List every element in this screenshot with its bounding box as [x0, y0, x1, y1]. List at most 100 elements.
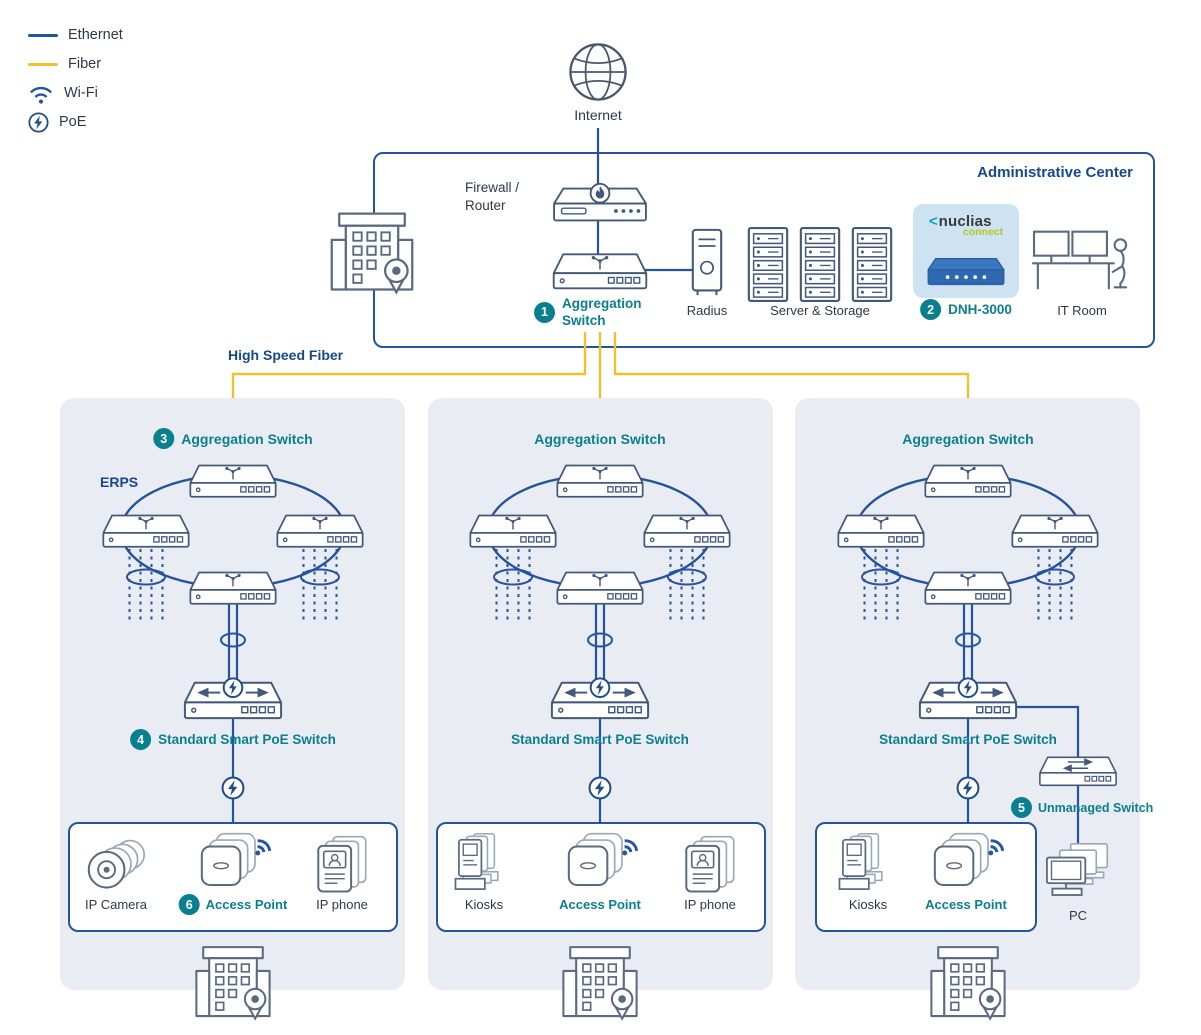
- pc-stack-icon: [1034, 842, 1122, 906]
- server-rack-icon: [745, 226, 791, 303]
- kiosk-icon: [445, 832, 523, 896]
- nuclias-logo-mark: <: [928, 213, 938, 230]
- unmanaged-switch-label-group: 5 Unmanaged Switch: [1011, 797, 1153, 818]
- ring-switch-icon: [552, 455, 648, 502]
- poe-switch-icon: [546, 671, 654, 724]
- access-point-label: Access Point: [925, 897, 1007, 912]
- nuclias-brand-text: nuclias: [938, 213, 992, 230]
- access-point-icon: [556, 830, 644, 896]
- server-rack-icon: [849, 226, 895, 303]
- panel1-poe-label-group: 4 Standard Smart PoE Switch: [130, 729, 336, 750]
- it-room-icon: [1032, 224, 1132, 295]
- dnh-3000-label: DNH-3000: [948, 302, 1012, 317]
- admin-center-title: Administrative Center: [977, 164, 1133, 181]
- unmanaged-switch-icon: [1035, 748, 1121, 790]
- step-badge-6: 6: [178, 894, 200, 915]
- step-badge-1: 1: [534, 301, 555, 323]
- ring-switch-icon: [185, 455, 281, 502]
- poe-inline-icon: [221, 776, 245, 800]
- ring-switch-icon: [465, 505, 561, 552]
- legend-item-wifi: Wi-Fi: [28, 82, 123, 104]
- server-storage-label: Server & Storage: [770, 303, 870, 318]
- dnh-3000-device-icon: [924, 255, 1008, 290]
- ring-switch-icon: [552, 562, 648, 609]
- ip-phone-icon: [304, 834, 380, 896]
- poe-inline-icon: [588, 776, 612, 800]
- fiber-line-swatch: [28, 62, 58, 66]
- ring-switch-icon: [272, 505, 368, 552]
- panel1-title-group: 3 Aggregation Switch: [153, 428, 313, 449]
- wifi-icon: [28, 83, 54, 104]
- pc-label: PC: [1068, 908, 1088, 923]
- server-rack-icon: [797, 226, 843, 303]
- step-badge-2: 2: [920, 299, 942, 320]
- step-badge-4: 4: [130, 729, 152, 750]
- poe-switch-icon: [914, 671, 1022, 724]
- ip-phone-icon: [672, 834, 748, 896]
- agg-label-line2: Switch: [562, 313, 606, 328]
- legend-item-ethernet: Ethernet: [28, 24, 123, 46]
- internet-label: Internet: [574, 107, 622, 123]
- building-icon: [556, 942, 644, 1022]
- dnh-3000-label-group: 2 DNH-3000: [920, 299, 1012, 320]
- high-speed-fiber-label: High Speed Fiber: [228, 347, 344, 363]
- poe-icon: [28, 112, 49, 133]
- nuclias-connect-panel: < nuclias connect: [913, 204, 1019, 298]
- aggregation-switch-label: Aggregation Switch: [562, 295, 642, 329]
- panel3-poe-title: Standard Smart PoE Switch: [879, 732, 1057, 747]
- radius-label: Radius: [686, 303, 728, 318]
- aggregation-switch-label-group: 1 Aggregation Switch: [534, 295, 642, 329]
- ip-phone-label: IP phone: [684, 897, 736, 912]
- ring-switch-icon: [1007, 505, 1103, 552]
- firewall-router-label: Firewall / Router: [465, 179, 519, 215]
- ring-switch-icon: [185, 562, 281, 609]
- access-point-label: Access Point: [559, 897, 641, 912]
- access-point-label-group: 6 Access Point: [178, 894, 288, 915]
- panel2-poe-title: Standard Smart PoE Switch: [511, 732, 689, 747]
- legend-poe-label: PoE: [59, 114, 87, 130]
- ip-phone-label: IP phone: [316, 897, 368, 912]
- nuclias-sub-text: connect: [962, 226, 1004, 238]
- ip-camera-icon: [77, 834, 155, 896]
- it-room-label: IT Room: [1057, 303, 1107, 318]
- legend-wifi-label: Wi-Fi: [64, 85, 98, 101]
- kiosk-icon: [829, 832, 907, 896]
- radius-server-icon: [688, 228, 726, 298]
- ring-switch-icon: [920, 455, 1016, 502]
- admin-building-icon: [325, 208, 419, 296]
- ethernet-line-swatch: [28, 33, 58, 37]
- panel2-title: Aggregation Switch: [534, 431, 666, 447]
- ring-switch-icon: [98, 505, 194, 552]
- panel1-title: Aggregation Switch: [181, 430, 313, 447]
- core-aggregation-switch-icon: [548, 243, 652, 294]
- legend-fiber-label: Fiber: [68, 56, 102, 72]
- access-point-icon: [922, 830, 1010, 896]
- kiosks-label: Kiosks: [848, 897, 888, 912]
- legend-item-poe: PoE: [28, 111, 123, 133]
- access-point-icon: [189, 830, 277, 896]
- nuclias-logo: < nuclias connect: [929, 213, 1003, 238]
- agg-label-line1: Aggregation: [562, 296, 642, 311]
- step-badge-5: 5: [1011, 797, 1032, 818]
- legend-item-fiber: Fiber: [28, 53, 123, 75]
- kiosks-label: Kiosks: [464, 897, 504, 912]
- firewall-label-line2: Router: [465, 198, 506, 213]
- ring-switch-icon: [920, 562, 1016, 609]
- ip-camera-label: IP Camera: [85, 897, 147, 912]
- building-icon: [189, 942, 277, 1022]
- ring-switch-icon: [639, 505, 735, 552]
- step-badge-3: 3: [153, 428, 175, 449]
- unmanaged-switch-label: Unmanaged Switch: [1038, 800, 1154, 815]
- firewall-label-line1: Firewall /: [465, 180, 520, 195]
- poe-switch-icon: [179, 671, 287, 724]
- legend: Ethernet Fiber Wi-Fi PoE: [28, 24, 123, 133]
- panel3-title: Aggregation Switch: [902, 431, 1034, 447]
- poe-inline-icon: [956, 776, 980, 800]
- internet-globe-icon: [566, 40, 630, 104]
- legend-ethernet-label: Ethernet: [68, 27, 123, 43]
- erps-label: ERPS: [100, 474, 139, 490]
- firewall-icon: [548, 181, 652, 226]
- ring-switch-icon: [833, 505, 929, 552]
- access-point-label: Access Point: [205, 897, 288, 912]
